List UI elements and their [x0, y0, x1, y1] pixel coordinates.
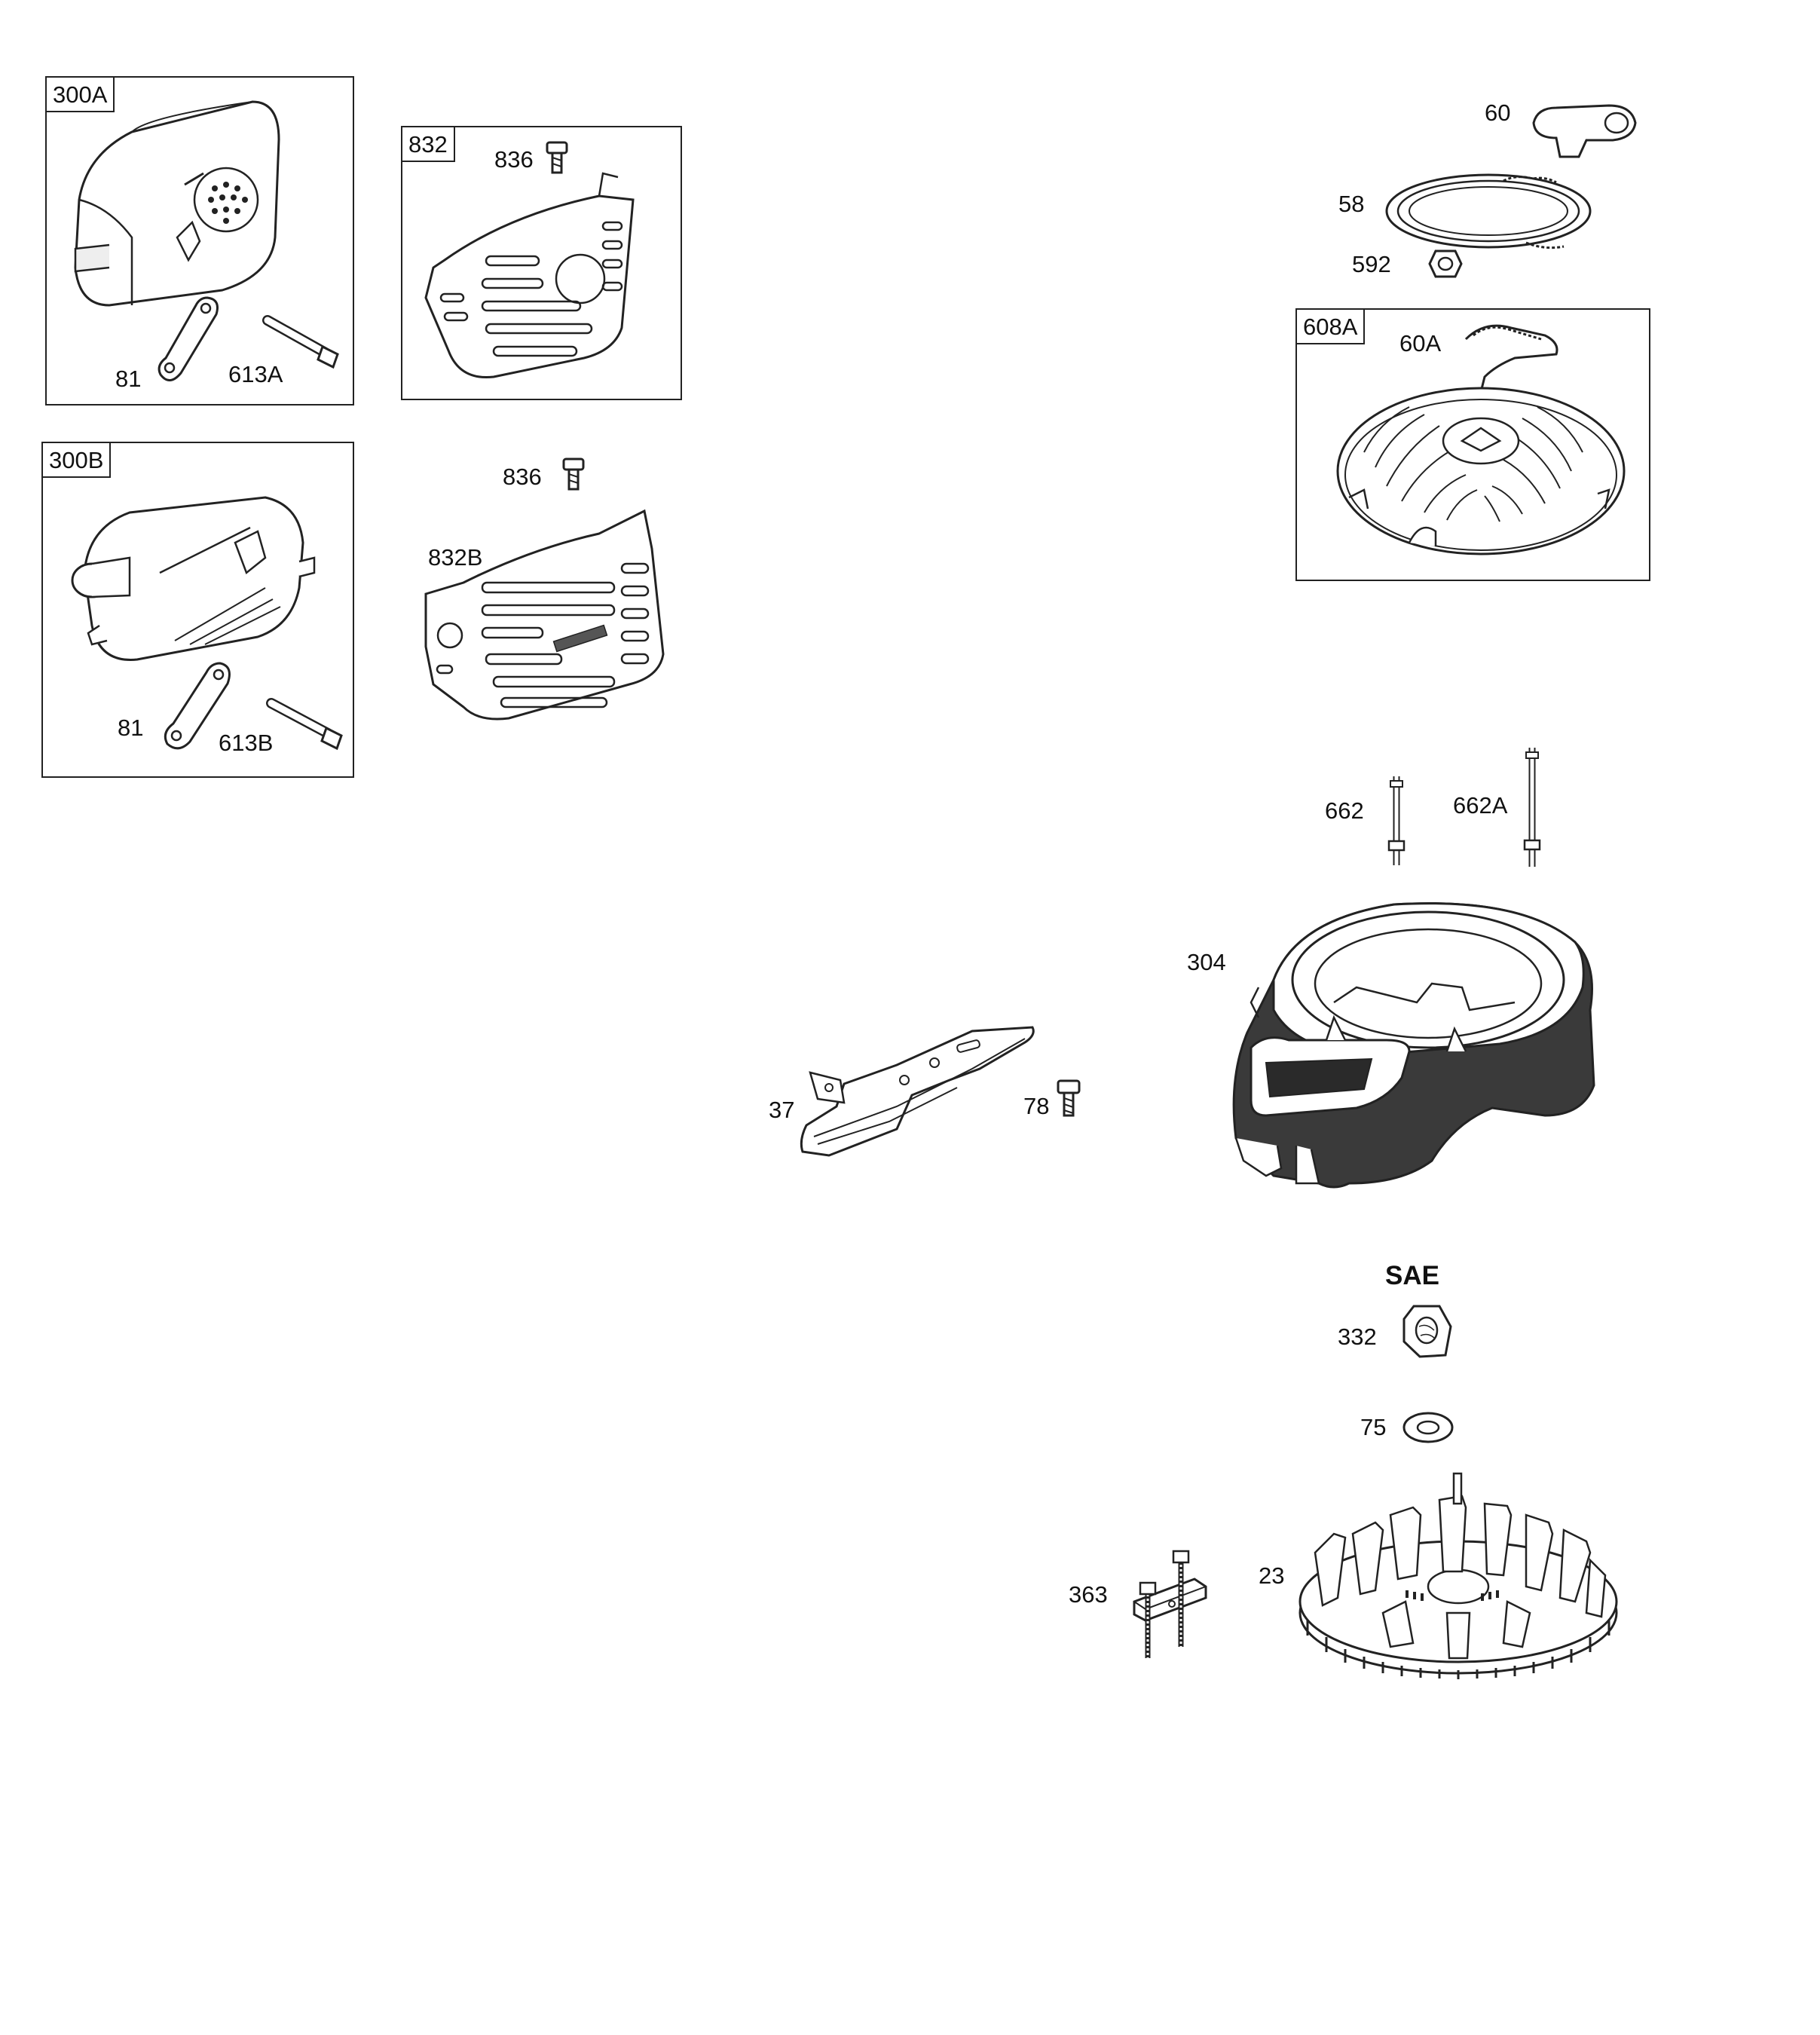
callout-58: 58: [1338, 191, 1365, 217]
muffler-300A-drawing: [64, 87, 290, 313]
callout-662: 662: [1325, 797, 1364, 824]
group-300B-box: 300B: [41, 442, 354, 778]
flywheel-23-drawing: [1292, 1462, 1624, 1681]
screw-836-a-drawing: [544, 141, 571, 176]
callout-613B: 613B: [219, 730, 274, 756]
bolt-613B-drawing: [266, 697, 350, 754]
group-300A-tag: 300A: [45, 76, 115, 112]
callout-81-b: 81: [118, 715, 144, 741]
group-832-tag: 832: [401, 126, 455, 162]
callout-75: 75: [1360, 1414, 1387, 1440]
air-guide-37-drawing: [784, 1016, 1040, 1167]
callout-60A: 60A: [1399, 330, 1442, 357]
callout-592: 592: [1352, 251, 1391, 277]
group-300B-tag: 300B: [41, 442, 112, 478]
group-608A-box: 608A: [1295, 308, 1650, 581]
sae-note: SAE: [1385, 1261, 1439, 1290]
starter-rope-58-drawing: [1383, 167, 1601, 262]
callout-662A: 662A: [1453, 792, 1508, 819]
callout-832B: 832B: [428, 544, 483, 571]
flywheel-nut-332-drawing: [1400, 1304, 1453, 1360]
callout-81-a: 81: [115, 366, 142, 392]
callout-836-a: 836: [494, 146, 534, 173]
group-608A-tag: 608A: [1295, 308, 1366, 344]
stud-662-drawing: [1385, 775, 1408, 869]
stud-662A-drawing: [1521, 746, 1543, 871]
screw-836-b-drawing: [561, 457, 588, 492]
callout-613A: 613A: [228, 361, 283, 387]
bolt-613A-drawing: [262, 313, 347, 373]
callout-332: 332: [1338, 1324, 1377, 1350]
screw-78-drawing: [1055, 1079, 1082, 1118]
group-832-box: 832: [401, 126, 682, 400]
callout-836-b: 836: [503, 464, 542, 490]
group-300A-box: 300A: [45, 76, 354, 405]
callout-37: 37: [769, 1097, 795, 1123]
washer-75-drawing: [1402, 1411, 1454, 1445]
guard-832B-drawing: [418, 503, 674, 730]
starter-handle-60-drawing: [1526, 96, 1639, 164]
guard-832-drawing: [418, 170, 644, 384]
gasket-81-drawing: [154, 290, 222, 388]
gasket-81-b-drawing: [160, 657, 235, 755]
armature-bracket-363-drawing: [1127, 1545, 1210, 1662]
callout-78: 78: [1023, 1093, 1050, 1119]
rewind-starter-608A-drawing: [1334, 317, 1628, 565]
callout-60: 60: [1485, 99, 1511, 126]
muffler-300B-drawing: [69, 482, 318, 678]
nut-592-drawing: [1428, 249, 1463, 279]
callout-363: 363: [1069, 1581, 1108, 1608]
blower-housing-304-drawing: [1221, 889, 1605, 1198]
callout-304: 304: [1187, 949, 1226, 975]
callout-23: 23: [1259, 1562, 1285, 1589]
